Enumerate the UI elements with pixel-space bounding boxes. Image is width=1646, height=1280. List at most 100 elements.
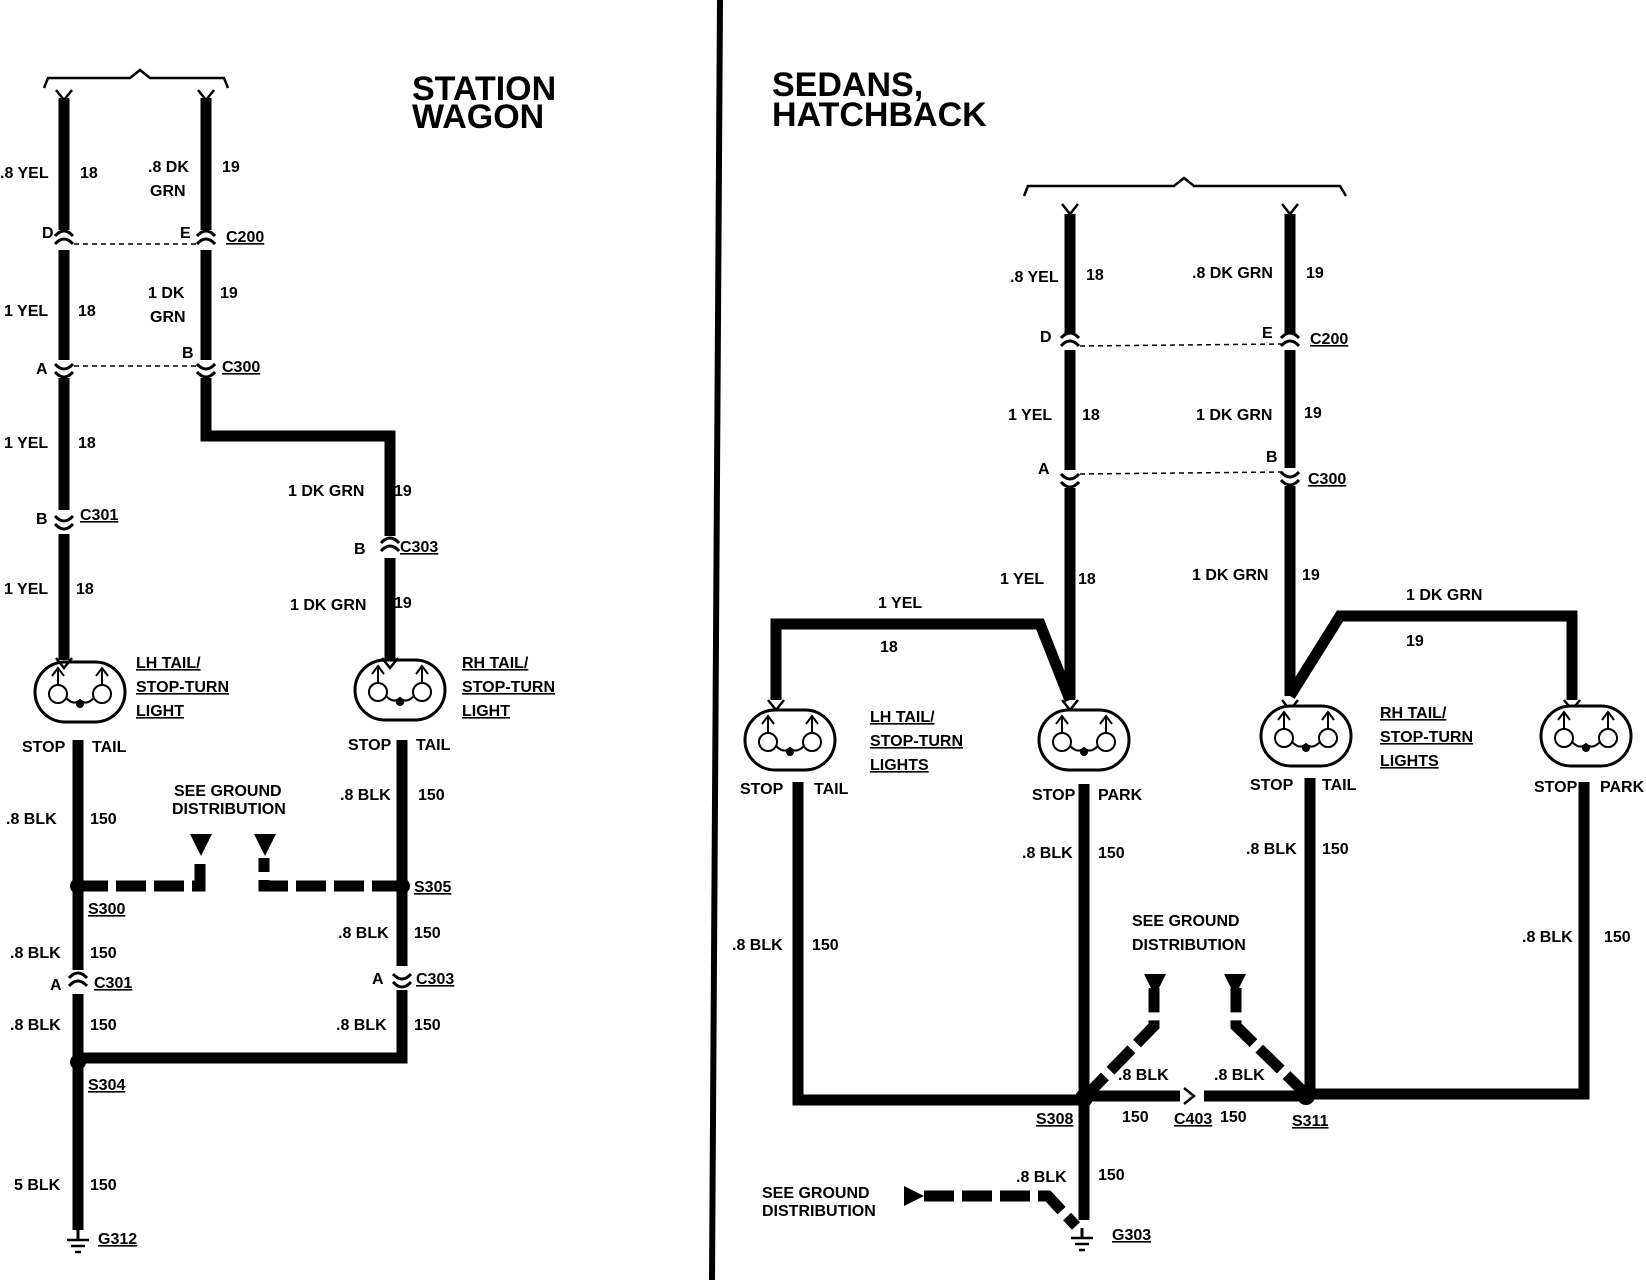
circuit-number: 19: [1306, 265, 1324, 282]
wire-label: .8 BLK: [336, 1017, 387, 1034]
see-ground-label: DISTRIBUTION: [1132, 937, 1246, 954]
pin-label: B: [36, 511, 48, 528]
rh-lights-label: RH TAIL/: [1380, 705, 1447, 722]
lh-tail-stop-turn-light-outer: [743, 708, 837, 772]
rh-light-label: RH TAIL/: [462, 655, 529, 672]
circuit-number: 19: [1302, 567, 1320, 584]
rh-tail-stop-turn-light-inner: [1259, 704, 1353, 768]
wire-label: 1 YEL: [1008, 407, 1052, 424]
connector-c303-pin-a: [391, 972, 413, 989]
wire-label: .8 BLK: [1246, 841, 1297, 858]
splice-label: S300: [88, 901, 125, 918]
wire-label: .8 BLK: [1118, 1067, 1169, 1084]
stop-label: STOP: [1534, 779, 1578, 796]
lh-tail-stop-turn-light: [33, 660, 127, 724]
ground-arrow-right: [1224, 974, 1246, 996]
connector-label: C301: [80, 507, 118, 524]
connector-label: C301: [94, 975, 132, 992]
splice-label: S305: [414, 879, 451, 896]
pin-label: A: [50, 977, 62, 994]
see-ground-label: SEE GROUND: [174, 783, 282, 800]
see-ground-label: SEE GROUND: [762, 1185, 870, 1202]
wire-label: 5 BLK: [14, 1177, 61, 1194]
wire-bundle-brace: [1022, 176, 1348, 197]
wire-label: .8 DK GRN: [1192, 265, 1273, 282]
connector-label: C303: [400, 539, 438, 556]
circuit-number: 150: [1220, 1109, 1247, 1126]
rh-light-label: LIGHT: [462, 703, 510, 720]
ground-icon: [65, 1228, 91, 1254]
circuit-number: 19: [394, 483, 412, 500]
station-wagon-section: STATION WAGON: [0, 68, 556, 1254]
connector-label: C300: [1308, 471, 1346, 488]
circuit-number: 150: [1122, 1109, 1149, 1126]
ground-label: G312: [98, 1231, 137, 1248]
sedans-title-1: SEDANS,: [772, 66, 923, 104]
pin-label: E: [1262, 325, 1273, 342]
splice-label: S311: [1292, 1113, 1329, 1130]
pin-label: A: [372, 971, 384, 988]
pin-label: B: [354, 541, 366, 558]
ground-distribution-wire-right: [1230, 988, 1312, 1100]
rh-stop-label: STOP: [348, 737, 392, 754]
wire-label: .8 BLK: [1016, 1169, 1067, 1186]
stop-label: STOP: [1032, 787, 1076, 804]
lh-stop-label: STOP: [22, 739, 66, 756]
wire-label: 1 DK: [148, 285, 185, 302]
circuit-number: 18: [80, 165, 98, 182]
wire-label: .8 BLK: [732, 937, 783, 954]
ground-distribution-wire-bottom: [924, 1190, 1081, 1230]
ground-label: G303: [1112, 1227, 1151, 1244]
circuit-number: 150: [1322, 841, 1349, 858]
ground-arrow-bottom: [904, 1186, 924, 1206]
wire-label: .8 BLK: [6, 811, 57, 828]
station-wagon-title-1: STATION: [412, 70, 556, 108]
connector-c300-pin-a: [53, 362, 75, 379]
green-wire: [200, 98, 396, 660]
rh-lights-label: LIGHTS: [1380, 753, 1439, 770]
splice-s311: [1297, 1087, 1315, 1105]
see-ground-label: DISTRIBUTION: [762, 1203, 876, 1220]
wire-label: .8 BLK: [340, 787, 391, 804]
connector-c200-pin-d: [1059, 331, 1081, 348]
lh-lights-label: LIGHTS: [870, 757, 929, 774]
green-branch-wire: [1285, 610, 1578, 700]
ground-arrow-left: [190, 834, 212, 856]
pin-label: E: [180, 225, 191, 242]
ground-distribution-wire-right: [258, 858, 402, 892]
circuit-number: 18: [76, 581, 94, 598]
circuit-number: 18: [1082, 407, 1100, 424]
lh-tail-label: TAIL: [92, 739, 127, 756]
ground-icon: [1069, 1226, 1095, 1252]
circuit-number: 150: [90, 811, 117, 828]
connector-c200-pin-e: [195, 229, 217, 246]
splice-label: S308: [1036, 1111, 1073, 1128]
circuit-number: 19: [1406, 633, 1424, 650]
splice-s304: [70, 1054, 86, 1070]
wire-label: 1 DK GRN: [1406, 587, 1482, 604]
stop-label: STOP: [1250, 777, 1294, 794]
circuit-number: 18: [1086, 267, 1104, 284]
connector-label: C303: [416, 971, 454, 988]
circuit-number: 150: [414, 925, 441, 942]
wire-label: .8 DK: [148, 159, 189, 176]
ground-distribution-wire-left: [78, 858, 206, 892]
splice-s308: [1075, 1089, 1093, 1107]
circuit-number: 18: [1078, 571, 1096, 588]
lh-light-label: STOP-TURN: [136, 679, 229, 696]
wire-label: 1 DK GRN: [288, 483, 364, 500]
wire-label: 1 YEL: [4, 581, 48, 598]
pin-label: A: [1038, 461, 1050, 478]
rh-tail-label: TAIL: [416, 737, 451, 754]
connector-c303-pin-b: [379, 536, 401, 553]
pin-label: A: [36, 361, 48, 378]
wire-label: 1 DK GRN: [290, 597, 366, 614]
connector-label: C200: [1310, 331, 1348, 348]
wire-label: 1 DK GRN: [1196, 407, 1272, 424]
splice-s300: [70, 878, 86, 894]
circuit-number: 150: [1098, 1167, 1125, 1184]
stop-label: STOP: [740, 781, 784, 798]
lh-light-label: LIGHT: [136, 703, 184, 720]
pin-label: B: [182, 345, 194, 362]
